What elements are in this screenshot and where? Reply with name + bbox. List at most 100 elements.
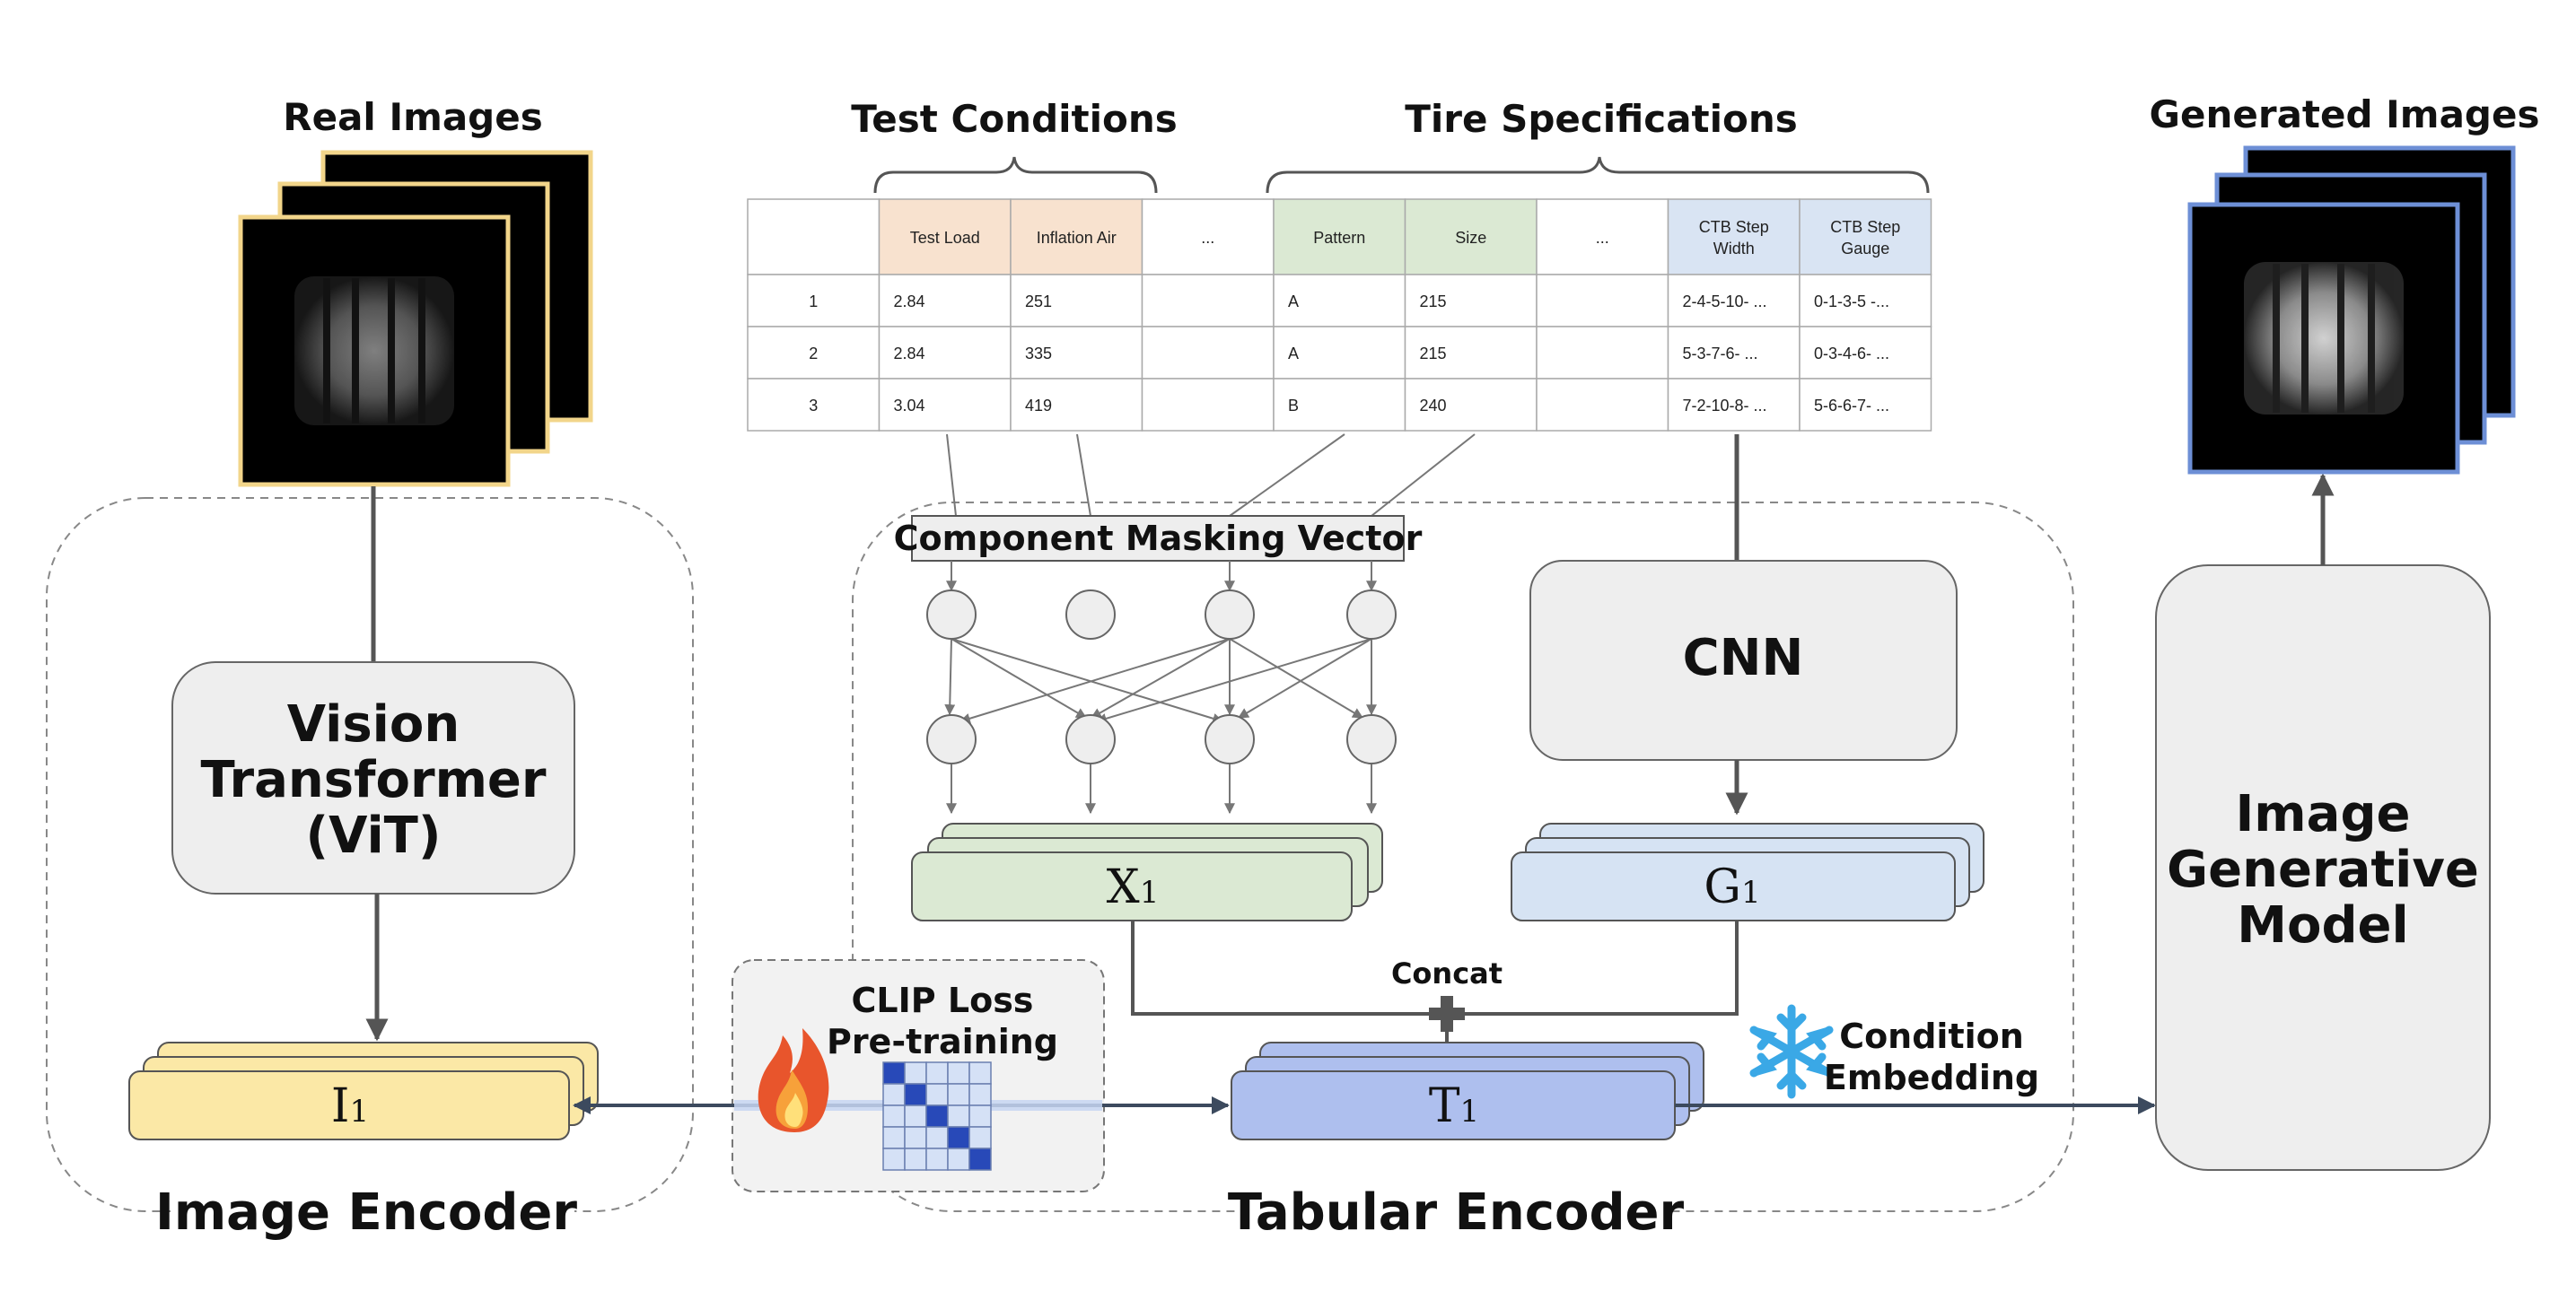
table-cell-value: 251 — [1025, 292, 1052, 310]
test-conditions-header: Test Conditions — [851, 97, 1178, 141]
matrix-cell — [968, 1148, 992, 1171]
table-cell-value: 2.84 — [894, 292, 925, 310]
matrix-cell — [925, 1104, 949, 1128]
svg-text:Model: Model — [2237, 896, 2408, 955]
matrix-cell — [925, 1148, 949, 1171]
table-header-label: Gauge — [1841, 240, 1889, 258]
clip-similarity-matrix — [882, 1061, 992, 1171]
table-header-cell — [747, 198, 881, 275]
real-images-stack — [238, 150, 593, 487]
table-cell-value: 240 — [1420, 397, 1447, 415]
table-cell-value: 7-2-10-8- ... — [1683, 397, 1767, 415]
table-cell-value: 5-3-7-6- ... — [1683, 345, 1758, 362]
matrix-cell — [947, 1083, 970, 1106]
condition-embedding-label-2: Embedding — [1824, 1058, 2039, 1097]
matrix-cell — [925, 1083, 949, 1106]
matrix-cell — [882, 1061, 906, 1085]
svg-text:G1: G1 — [1704, 860, 1760, 914]
image-embedding-i1: I1 — [128, 1042, 599, 1140]
matrix-cell — [882, 1126, 906, 1149]
fire-icon — [758, 1028, 829, 1132]
vit-block: Vision Transformer (ViT) — [171, 661, 575, 895]
table-connector-lines — [946, 433, 1476, 517]
table-header-label: Width — [1713, 240, 1755, 258]
table-cell — [1404, 274, 1538, 327]
table-cell — [1273, 274, 1406, 327]
generated-images-stack — [2187, 145, 2516, 475]
matrix-cell — [925, 1061, 949, 1085]
real-images-header: Real Images — [283, 95, 542, 139]
table-cell — [747, 378, 881, 432]
svg-text:Transformer: Transformer — [200, 751, 546, 809]
image-generative-model-block: Image Generative Model — [2155, 564, 2491, 1171]
svg-text:Component Masking Vector: Component Masking Vector — [894, 519, 1423, 558]
table-header-label: Inflation Air — [1037, 229, 1117, 247]
svg-text:Generative: Generative — [2167, 841, 2479, 899]
matrix-cell — [882, 1104, 906, 1128]
matrix-cell — [904, 1061, 927, 1085]
table-header-cell — [1010, 198, 1143, 275]
table-cell-value: 0-3-4-6- ... — [1814, 345, 1889, 362]
tabular-encoder-label: Tabular Encoder — [1228, 1183, 1685, 1242]
matrix-cell — [947, 1148, 970, 1171]
tabular-embedding-t1: T1 — [1231, 1042, 1704, 1140]
table-cell — [878, 378, 1012, 432]
table-cell — [1273, 326, 1406, 380]
matrix-cell — [882, 1083, 906, 1106]
table-cell — [747, 274, 881, 327]
table-cell — [1799, 326, 1932, 380]
mlp-network — [926, 561, 1397, 815]
table-cell — [1010, 378, 1143, 432]
svg-text:CLIP Loss: CLIP Loss — [852, 981, 1034, 1020]
table-header-cell — [878, 198, 1012, 275]
tabular-embedding-g1: G1 — [1511, 823, 1985, 921]
table-cell — [1141, 274, 1275, 327]
table-cell-value: 2.84 — [894, 345, 925, 362]
svg-text:Image: Image — [2235, 785, 2410, 843]
table-cell — [747, 326, 881, 380]
table-cell — [1799, 378, 1932, 432]
table-cell-value: 2-4-5-10- ... — [1683, 292, 1767, 310]
table-header-cell — [1404, 198, 1538, 275]
table-cell-value: A — [1288, 345, 1299, 362]
table-cell-value: 419 — [1025, 397, 1052, 415]
cnn-block: CNN — [1529, 560, 1958, 761]
matrix-cell — [968, 1083, 992, 1106]
matrix-cell — [968, 1104, 992, 1128]
matrix-cell — [968, 1061, 992, 1085]
svg-text:T1: T1 — [1429, 1079, 1479, 1133]
table-header-label: ... — [1201, 229, 1214, 247]
table-header-label: CTB Step — [1699, 218, 1769, 236]
table-cell-value: B — [1288, 397, 1299, 415]
table-cell — [1536, 378, 1669, 432]
svg-text:(ViT): (ViT) — [306, 807, 442, 865]
plus-icon — [1429, 996, 1465, 1032]
condition-embedding-label: Condition — [1839, 1017, 2024, 1056]
snowflake-icon — [1749, 1004, 1834, 1099]
table-cell — [1141, 378, 1275, 432]
svg-text:Pre-training: Pre-training — [827, 1022, 1058, 1061]
matrix-cell — [904, 1126, 927, 1149]
table-cell-value: 5-6-6-7- ... — [1814, 397, 1889, 415]
image-encoder-label: Image Encoder — [155, 1183, 577, 1242]
table-cell-value: 0-1-3-5 -... — [1814, 292, 1889, 310]
table-header-cell — [1273, 198, 1406, 275]
matrix-cell — [882, 1148, 906, 1171]
table-cell-value: 1 — [809, 292, 818, 310]
table-cell — [1799, 274, 1932, 327]
concat-label: Concat — [1391, 956, 1503, 991]
tire-specifications-brace — [1266, 156, 1930, 194]
matrix-cell — [904, 1083, 927, 1106]
table-header-label: Size — [1455, 229, 1486, 247]
generated-tire-image-icon — [2244, 262, 2404, 415]
table-cell — [1404, 378, 1538, 432]
table-header-label: CTB Step — [1830, 218, 1900, 236]
component-masking-vector: Component Masking Vector — [894, 515, 1423, 562]
table-cell-value: 215 — [1420, 345, 1447, 362]
table-cell-value: A — [1288, 292, 1299, 310]
svg-text:I1: I1 — [331, 1079, 369, 1133]
tabular-embedding-x1: X1 — [911, 823, 1383, 921]
tire-specifications-header: Tire Specifications — [1405, 97, 1798, 141]
